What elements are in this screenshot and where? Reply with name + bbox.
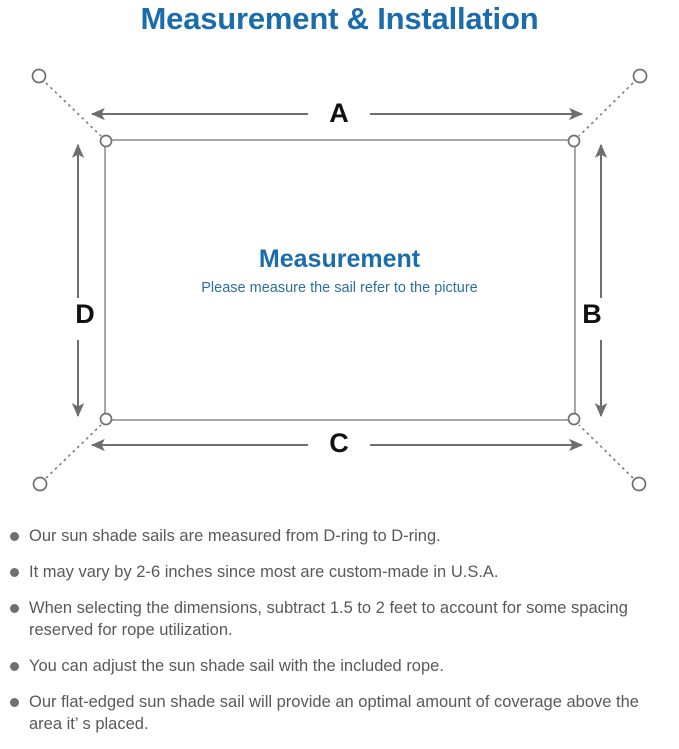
note-text: Our sun shade sails are measured from D-… — [29, 527, 441, 545]
bullet-icon — [10, 568, 19, 577]
d-ring-bottom-right-icon — [567, 412, 581, 426]
d-ring-top-right-icon — [567, 134, 581, 148]
note-text: Our flat-edged sun shade sail will provi… — [29, 693, 639, 733]
sail-center-subtext: Please measure the sail refer to the pic… — [201, 280, 478, 296]
list-item: Our flat-edged sun shade sail will provi… — [0, 691, 679, 735]
sail-rectangle — [104, 139, 576, 421]
diagram-svg — [31, 68, 648, 492]
rope-bottom-left — [45, 424, 102, 479]
anchor-top-left-icon — [31, 68, 47, 84]
bullet-icon — [10, 604, 19, 613]
rope-bottom-right — [578, 424, 634, 479]
anchor-bottom-right-icon — [631, 476, 647, 492]
anchor-top-right-icon — [632, 68, 648, 84]
d-rings — [99, 134, 581, 426]
note-text: It may vary by 2-6 inches since most are… — [29, 563, 499, 581]
rope-top-right — [578, 82, 634, 137]
notes-list: Our sun shade sails are measured from D-… — [0, 525, 679, 749]
bullet-icon — [10, 532, 19, 541]
list-item: Our sun shade sails are measured from D-… — [0, 525, 679, 547]
bullet-icon — [10, 662, 19, 671]
rope-lines — [45, 82, 634, 479]
d-ring-bottom-left-icon — [99, 412, 113, 426]
list-item: When selecting the dimensions, subtract … — [0, 597, 679, 641]
bullet-icon — [10, 698, 19, 707]
dimension-label-b: B — [582, 299, 602, 329]
dimension-label-d: D — [75, 299, 95, 329]
d-ring-top-left-icon — [99, 134, 113, 148]
dimension-label-c: C — [329, 428, 349, 458]
list-item: You can adjust the sun shade sail with t… — [0, 655, 679, 677]
measurement-diagram: Measurement Please measure the sail refe… — [0, 48, 679, 518]
sail-center-heading: Measurement — [258, 245, 421, 273]
dimension-label-a: A — [329, 98, 349, 128]
list-item: It may vary by 2-6 inches since most are… — [0, 561, 679, 583]
rope-top-left — [45, 82, 102, 137]
note-text: When selecting the dimensions, subtract … — [29, 599, 628, 639]
anchor-bottom-left-icon — [32, 476, 48, 492]
page-title: Measurement & Installation — [140, 1, 539, 36]
note-text: You can adjust the sun shade sail with t… — [29, 657, 444, 675]
anchor-rings — [31, 68, 648, 492]
